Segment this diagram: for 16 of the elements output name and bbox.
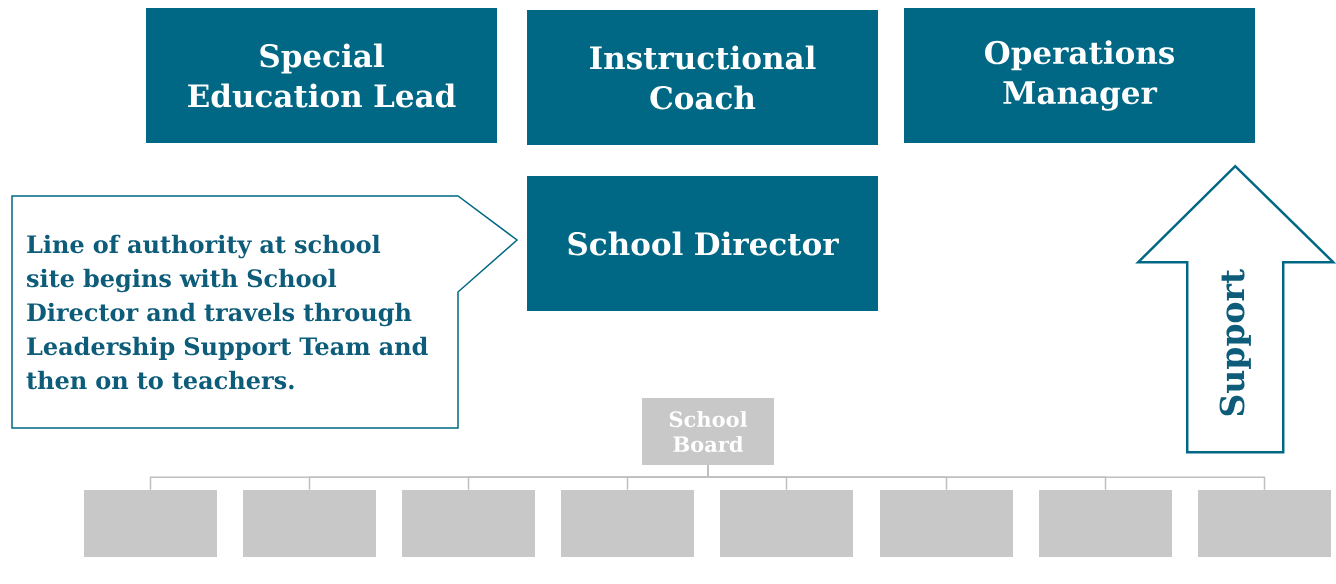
empty-box <box>243 490 376 557</box>
edge-label: Support <box>1219 269 1251 416</box>
empty-box <box>1198 490 1331 557</box>
empty-box <box>84 490 217 557</box>
empty-box <box>880 490 1013 557</box>
empty-box <box>561 490 694 557</box>
block-arrow <box>1135 164 1336 454</box>
empty-box <box>720 490 853 557</box>
callout-box: Line of authority at school site begins with School Director and travels through Leadership Support Team and then on to teachers. <box>11 195 519 429</box>
role-box: School Director <box>527 176 878 311</box>
role-box: Instructional Coach <box>527 10 878 145</box>
empty-box <box>1039 490 1172 557</box>
role-box: Special Education Lead <box>146 8 497 143</box>
empty-box <box>402 490 535 557</box>
tree-connector <box>707 464 1266 491</box>
role-box: Operations Manager <box>904 8 1255 143</box>
